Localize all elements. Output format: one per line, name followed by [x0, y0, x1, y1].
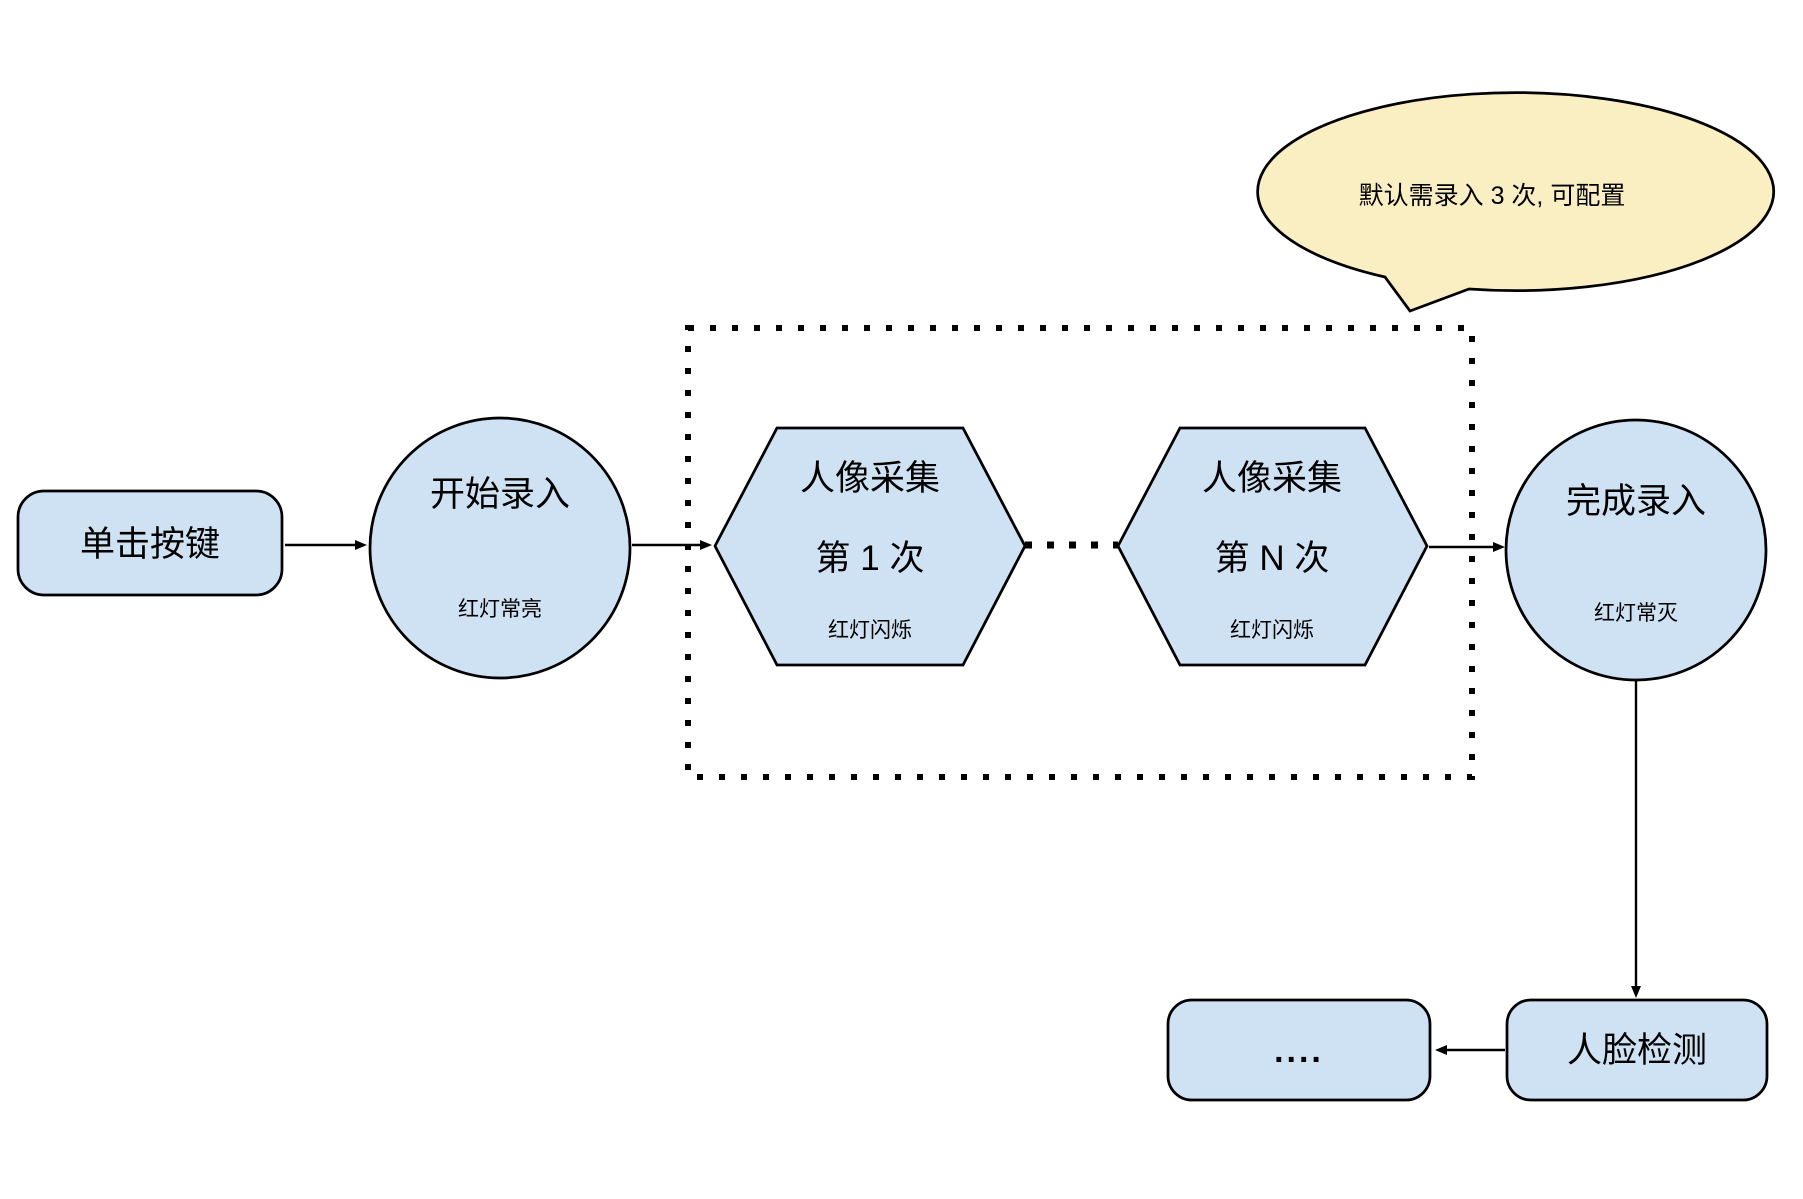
callout-text: 默认需录入 3 次, 可配置: [1359, 182, 1626, 210]
capture-first-line1: 人像采集: [800, 459, 940, 498]
capture-nth-line1: 人像采集: [1202, 459, 1342, 498]
start-entry-shape: [368, 416, 632, 680]
capture-first-sublabel: 红灯闪烁: [828, 619, 912, 642]
face-detection-shape: [1505, 998, 1769, 1102]
node-start-entry: 开始录入 红灯常亮: [368, 416, 632, 680]
callout-bubble: 默认需录入 3 次, 可配置: [1256, 91, 1776, 313]
ellipsis-box-label: ....: [1274, 1032, 1324, 1070]
capture-nth-shape: [1116, 426, 1429, 667]
node-ellipsis-box: ....: [1166, 998, 1432, 1102]
ellipsis-box-shape: [1166, 998, 1432, 1102]
click-key-shape: [16, 489, 284, 597]
capture-nth-line2: 第 N 次: [1215, 539, 1330, 578]
node-face-detection: 人脸检测: [1505, 998, 1769, 1102]
start-entry-label: 开始录入: [430, 475, 570, 514]
finish-entry-label: 完成录入: [1566, 482, 1706, 521]
node-capture-nth: 人像采集 第 N 次 红灯闪烁: [1116, 426, 1429, 667]
face-detection-label: 人脸检测: [1567, 1031, 1707, 1070]
node-click-key: 单击按键: [16, 489, 284, 597]
callout-bubble-shape: [1256, 91, 1776, 313]
finish-entry-shape: [1504, 418, 1768, 682]
click-key-label: 单击按键: [80, 525, 220, 564]
capture-nth-sublabel: 红灯闪烁: [1230, 619, 1314, 642]
node-finish-entry: 完成录入 红灯常灭: [1504, 418, 1768, 682]
node-capture-first: 人像采集 第 1 次 红灯闪烁: [713, 426, 1027, 667]
finish-entry-sublabel: 红灯常灭: [1594, 602, 1678, 625]
capture-first-line2: 第 1 次: [816, 539, 925, 578]
start-entry-sublabel: 红灯常亮: [458, 598, 542, 621]
